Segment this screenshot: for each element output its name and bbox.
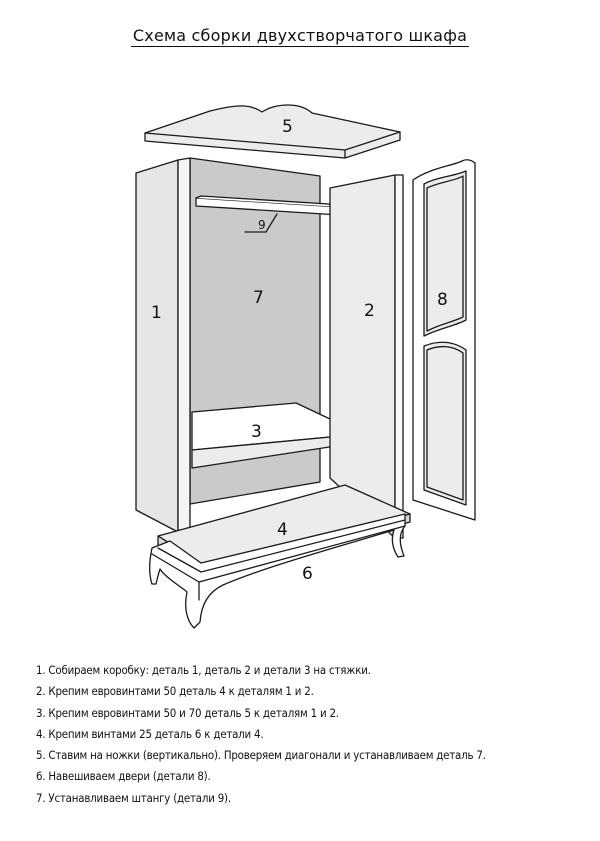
assembly-step: 1. Собираем коробку: деталь 1, деталь 2 …	[36, 663, 371, 677]
rail-label-leader	[244, 213, 278, 233]
assembly-step: 4. Крепим винтами 25 деталь 6 к детали 4…	[36, 726, 264, 741]
left-side-panel-part-1	[135, 157, 191, 533]
assembly-step: 3. Крепим евровинтами 50 и 70 деталь 5 к…	[36, 705, 339, 720]
top-crown-part-5	[144, 104, 401, 159]
diagram-title-text: Схема сборки двухстворчатого шкафа	[130, 26, 470, 47]
label-part-6: 6	[302, 564, 313, 584]
label-part-8: 8	[437, 290, 448, 310]
label-part-7: 7	[253, 288, 264, 308]
diagram-title: Схема сборки двухстворчатого шкафа	[0, 26, 600, 47]
door-part-8	[412, 159, 476, 521]
label-part-1: 1	[151, 303, 162, 323]
assembly-step: 7. Устанавливаем штангу (детали 9).	[36, 790, 231, 805]
assembly-step: 6. Навешиваем двери (детали 8).	[36, 769, 211, 784]
label-part-4: 4	[277, 520, 288, 540]
right-side-panel-part-2	[329, 174, 404, 539]
assembly-steps-list: 1. Собираем коробку: деталь 1, деталь 2 …	[36, 660, 486, 809]
label-part-2: 2	[364, 301, 375, 321]
wardrobe-assembly-diagram: 1 2 3 4 5 6 7 8 9	[135, 104, 476, 629]
label-part-3: 3	[251, 422, 262, 442]
assembly-step: 2. Крепим евровинтами 50 деталь 4 к дета…	[36, 684, 314, 699]
label-part-9: 9	[258, 218, 266, 232]
base-plinth-part-6	[149, 513, 406, 629]
label-part-5: 5	[282, 117, 293, 137]
assembly-step: 5. Ставим на ножки (вертикально). Провер…	[36, 748, 486, 763]
